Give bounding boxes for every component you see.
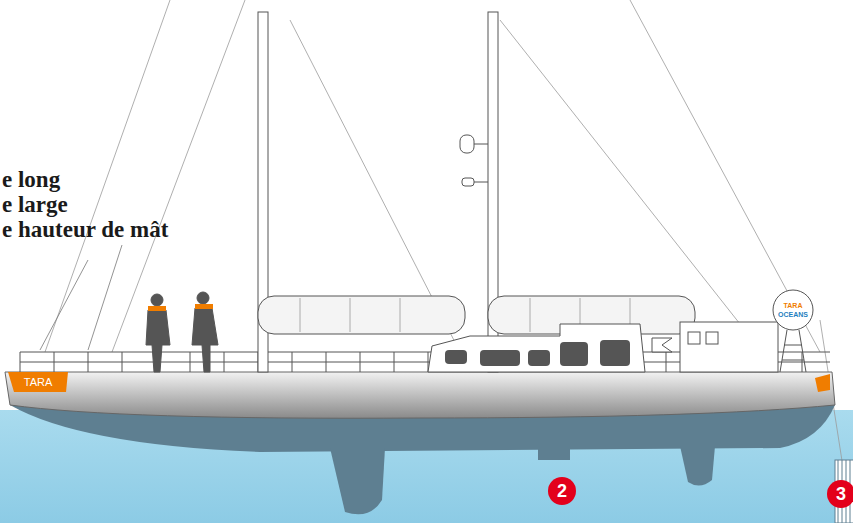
railing-stanchion (292, 352, 293, 372)
callout-number: 3 (836, 485, 846, 503)
hull-name: TARA (24, 377, 53, 388)
callout-number: 2 (557, 482, 567, 500)
railing-stanchion (190, 352, 191, 372)
railing-stanchion (54, 352, 55, 372)
dimension-label: e large (2, 193, 68, 216)
dimension-label: e long (2, 168, 60, 191)
sign-text: TARA (784, 302, 803, 309)
sign-text: OCEANS (778, 311, 808, 318)
railing-stanchion (88, 352, 89, 372)
railing-stanchion (394, 352, 395, 372)
railing-stanchion (224, 352, 225, 372)
dimension-label: e hauteur de mât (2, 218, 168, 241)
railing-stanchion (20, 352, 21, 372)
railing-stanchion (326, 352, 327, 372)
railing-stanchion (666, 352, 667, 372)
railing-stanchion (122, 352, 123, 372)
railing-stanchion (360, 352, 361, 372)
railing-stanchion (802, 352, 803, 372)
